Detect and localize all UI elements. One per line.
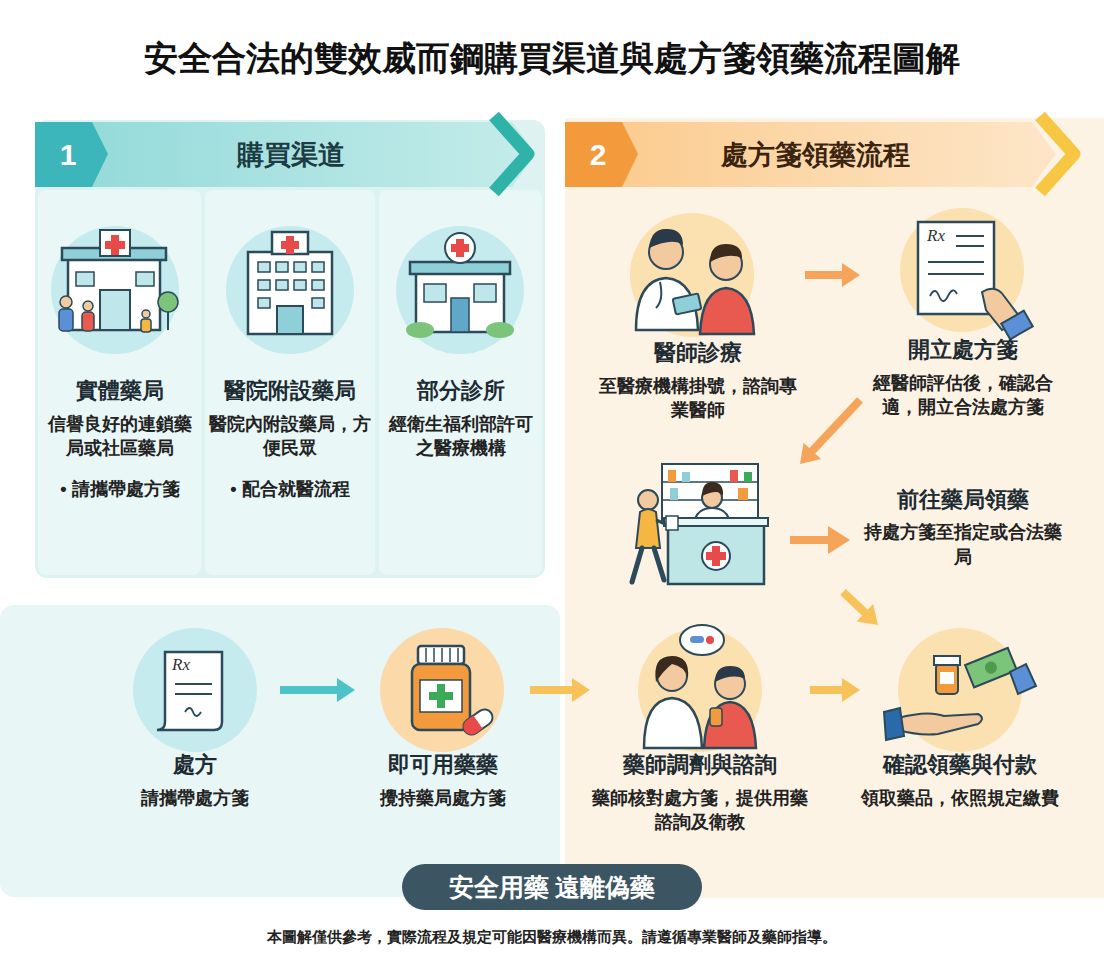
card-bg [379,190,542,575]
card-bg [205,190,375,575]
section-header: 2處方箋領藥流程 [565,122,1060,187]
payment-icon [884,628,1036,752]
flow-arrow [810,678,860,702]
arrow-line [810,686,844,694]
arrow-head [842,263,860,287]
hospital-icon [226,226,354,354]
step-title: 處方 [110,751,280,780]
doctor-patient-icon [630,213,754,337]
flow-arrow [800,400,860,464]
channel-card: 實體藥局信譽良好的連鎖藥局或社區藥局 • 請攜帶處方箋 [42,225,198,502]
number-block [35,122,108,187]
step-title: 醫院附設藥局 [208,377,372,406]
step-description: 信譽良好的連鎖藥局或社區藥局 [42,412,198,462]
process-step: 即可用藥藥攪持藥局處方箋 [355,625,530,810]
prescription-icon [133,628,257,752]
section-panel [35,120,545,578]
channel-card: 醫院附設藥局醫院內附設藥局，方便民眾 • 配合就醫流程 [208,225,372,502]
arrow-line [280,686,339,694]
step-description: 請攜帶處方箋 [110,786,280,811]
step-description: 經衛生福利部許可之醫療機構 [382,412,539,462]
step-description: 至醫療機構掛號，諮詢專業醫師 [590,374,805,424]
arrow-line [843,592,866,614]
clinic-icon [396,226,524,354]
section-title: 處方箋領藥流程 [631,137,1060,173]
medicine-bottle-icon [380,628,504,752]
process-step: 處方請攜帶處方箋 [110,625,280,810]
chevron [1040,116,1074,192]
section-header: 1購買渠道 [35,122,540,187]
bullet-note: • 請攜帶處方箋 [42,477,198,502]
number-block [565,122,638,187]
flow-arrow [805,263,860,287]
section-number: 1 [35,138,101,172]
arrow-head [842,678,860,702]
rx-symbol: Rx [172,655,190,675]
step-description: 持處方箋至指定或合法藥局 [855,520,1070,570]
slogan-text: 安全用藥 遠離偽藥 [402,864,702,910]
step-description: 醫院內附設藥局，方便民眾 [208,412,372,462]
process-step: 確認領藥與付款領取藥品，依照規定繳費 [860,625,1060,810]
flow-arrow [843,592,878,625]
process-step: 醫師診療至醫療機構掛號，諮詢專業醫師 [590,215,805,423]
step-description: 藥師核對處方箋，提供用藥諮詢及衛教 [590,786,810,836]
bullet-note: • 配合就醫流程 [208,477,372,502]
page-title: 安全合法的雙效威而鋼購買渠道與處方箋領藥流程圖解 [0,36,1104,82]
arrow-line [805,271,844,279]
step-title: 實體藥局 [42,377,198,406]
process-step: 藥師調劑與諮詢藥師核對處方箋，提供用藥諮詢及衛教 [590,625,810,835]
step-title: 開立處方箋 [860,336,1065,365]
pharmacy-icon [51,226,179,354]
step-title: 藥師調劑與諮詢 [590,751,810,780]
step-title: 確認領藥與付款 [860,751,1060,780]
prescription-paper-icon [900,208,1033,339]
section-number: 2 [565,138,631,172]
section-panel [565,118,1104,898]
rx-symbol: Rx [927,226,945,246]
arrow-head [857,604,878,625]
step-title: 即可用藥藥 [355,751,530,780]
step-title: 前往藥局領藥 [855,486,1070,515]
flow-arrow [530,678,590,702]
section-panel [0,605,560,897]
step-description: 領取藥品，依照規定繳費 [860,786,1060,811]
chevron [494,116,528,192]
card-bg [38,190,201,575]
arrow-line [530,686,574,694]
process-step: 開立處方箋經醫師評估後，確認合適，開立合法處方箋 [860,210,1065,420]
step-description: 攪持藥局處方箋 [355,786,530,811]
channel-card: 部分診所經衛生福利部許可之醫療機構 [382,225,539,461]
arrow-head [572,678,590,702]
arrow-line [811,400,860,452]
arrow-head [800,443,821,464]
step-title: 部分診所 [382,377,539,406]
slogan-pill: 安全用藥 遠離偽藥 [402,864,702,910]
flow-arrow [280,678,355,702]
arrow-head [337,678,355,702]
section-title: 購買渠道 [101,137,540,173]
pharmacy-counter-illustration [632,464,850,584]
process-step: 前往藥局領藥持處方箋至指定或合法藥局 [615,464,1070,592]
step-description: 經醫師評估後，確認合適，開立合法處方箋 [860,371,1065,421]
step-title: 醫師診療 [590,339,805,368]
footnote-caption: 本圖解僅供參考，實際流程及規定可能因醫療機構而異。請遵循專業醫師及藥師指導。 [0,928,1104,947]
pharmacist-icon [638,625,762,752]
